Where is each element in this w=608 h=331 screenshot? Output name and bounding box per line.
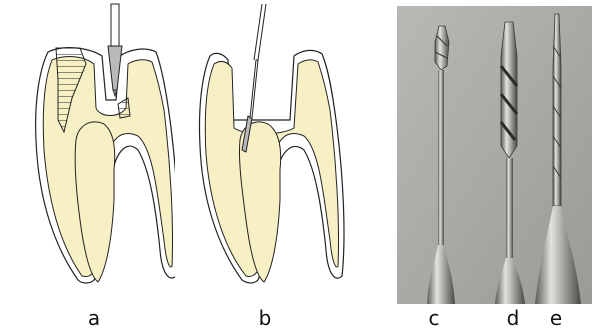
- instrument-photo: [397, 6, 592, 304]
- tooth-diagram-b: [190, 0, 345, 295]
- instrument-label-d: d: [503, 308, 523, 328]
- panel-label-b: b: [255, 308, 275, 328]
- instrument-label-e: e: [546, 308, 566, 328]
- instrument-label-c: c: [424, 308, 444, 328]
- panel-label-a: a: [84, 308, 104, 328]
- tooth-diagram-a: [20, 0, 175, 295]
